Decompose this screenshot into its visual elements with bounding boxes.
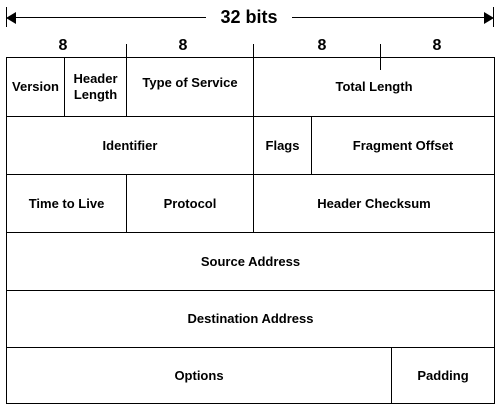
field-header-length: Header Length	[65, 58, 127, 116]
field-header-checksum: Header Checksum	[317, 195, 431, 211]
header-row-5: Destination Address	[7, 291, 494, 348]
field-time-to-live: Time to Live	[7, 175, 127, 232]
field-protocol: Protocol	[127, 175, 254, 232]
field-identifier: Identifier	[7, 117, 254, 174]
arrow-right-head-icon	[484, 12, 494, 24]
field-destination-address: Destination Address	[187, 311, 314, 326]
byte-label-1: 8	[58, 37, 68, 54]
total-bits-label: 32 bits	[220, 7, 278, 27]
field-padding: Padding	[417, 367, 469, 383]
byte-label-3: 8	[317, 37, 327, 54]
field-version: Version	[7, 58, 65, 116]
field-fragment-offset: Fragment Offset	[352, 137, 454, 153]
field-total-length: Total Length	[335, 79, 413, 94]
byte-boundary-tick-1	[126, 44, 127, 58]
arrow-right-line	[292, 17, 486, 18]
header-row-6: Options Padding	[7, 348, 494, 403]
ip-header-table: Version Header Length Type of Service To…	[6, 57, 495, 404]
header-row-3: Time to Live Protocol Header Checksum	[7, 175, 494, 233]
byte-label-2: 8	[178, 37, 188, 54]
header-row-1: Version Header Length Type of Service To…	[7, 58, 494, 117]
arrow-left-head-icon	[6, 12, 16, 24]
byte-label-4: 8	[432, 37, 442, 54]
byte-boundary-tick-2	[253, 44, 254, 58]
header-row-4: Source Address	[7, 233, 494, 291]
field-options: Options	[7, 348, 392, 403]
header-row-2: Identifier Flags Fragment Offset	[7, 117, 494, 175]
arrow-left-line	[14, 17, 206, 18]
field-type-of-service: Type of Service	[127, 58, 254, 116]
field-source-address: Source Address	[200, 253, 301, 269]
bit-width-arrow: 32 bits	[6, 4, 494, 32]
field-flags: Flags	[254, 117, 312, 174]
arrow-right-tick	[493, 7, 494, 27]
